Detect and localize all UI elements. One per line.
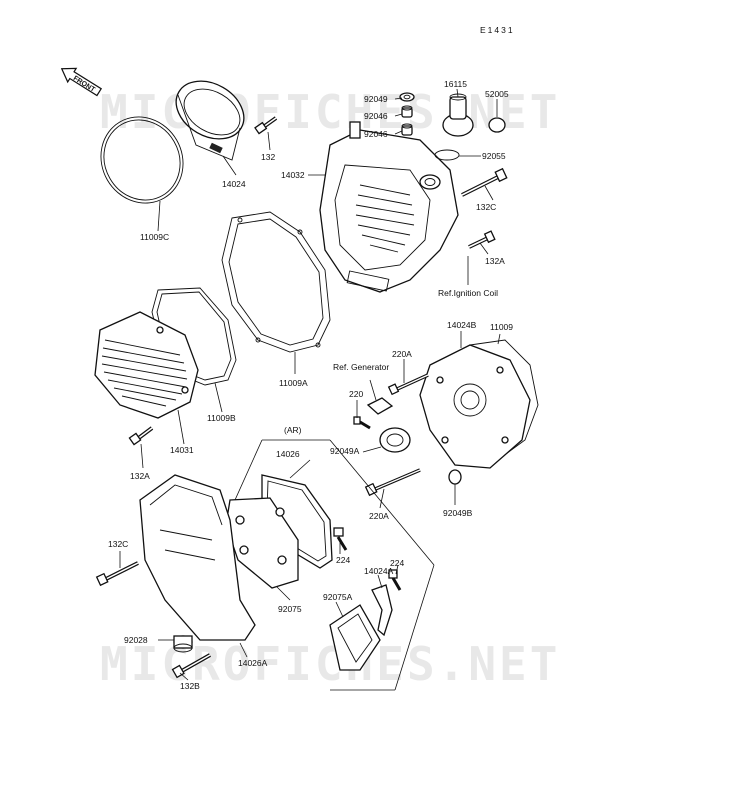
bolt-132c-bottom — [95, 561, 139, 587]
label-52005: 52005 — [485, 89, 509, 99]
label-92028: 92028 — [124, 635, 148, 645]
label-11009: 11009 — [490, 322, 513, 332]
bolt-132a-top — [468, 230, 496, 249]
label-92046-b: 92046 — [364, 129, 388, 139]
diagram-code: E1431 — [480, 25, 515, 35]
label-11009c: 11009C — [140, 232, 169, 242]
generator-cover-14024b — [419, 344, 531, 469]
watermark-top: MICROFICHES.NET — [100, 85, 560, 139]
label-132a-bottom: 132A — [130, 471, 150, 481]
label-92049: 92049 — [364, 94, 388, 104]
gasket-11009a — [221, 211, 331, 353]
washer-92049 — [399, 92, 415, 102]
watermark-bottom: MICROFICHES.NET — [100, 637, 560, 691]
cap-16115 — [442, 93, 474, 137]
label-14024b: 14024B — [447, 320, 477, 330]
label-11009b: 11009B — [207, 413, 236, 423]
bolt-220a-bottom — [364, 468, 421, 497]
label-92075: 92075 — [278, 604, 302, 614]
label-220a-bottom: 220A — [369, 511, 389, 521]
label-92049b: 92049B — [443, 508, 473, 518]
seal-92049b — [448, 469, 462, 485]
label-14026a: 14026A — [238, 658, 268, 668]
gasket-11009c — [100, 116, 184, 204]
label-14024: 14024 — [222, 179, 246, 189]
collar-92046-a — [401, 105, 413, 118]
collar-92028 — [173, 635, 193, 653]
label-14031: 14031 — [170, 445, 194, 455]
oring-92055 — [434, 149, 460, 161]
oring-52005 — [488, 117, 506, 133]
label-132: 132 — [261, 152, 275, 162]
label-220a-top: 220A — [392, 349, 412, 359]
housing-cover-14032 — [319, 121, 459, 293]
label-132c-bottom: 132C — [108, 539, 128, 549]
label-11009a: 11009A — [279, 378, 308, 388]
label-ref-generator: Ref. Generator — [333, 362, 389, 372]
bolt-224-b — [388, 569, 402, 591]
collar-92046-b — [401, 123, 413, 136]
part-labels: 92049 92046 92046 16115 52005 92055 132 … — [108, 79, 513, 691]
label-224-b: 224 — [390, 558, 404, 568]
label-132b: 132B — [180, 681, 200, 691]
label-14024a: 14024A — [364, 566, 394, 576]
seal-92049a — [379, 427, 411, 453]
bolt-224-a — [333, 527, 348, 551]
label-14026: 14026 — [276, 449, 300, 459]
bolt-132c-top — [461, 167, 508, 197]
label-ref-ignition-coil: Ref.Ignition Coil — [438, 288, 498, 298]
finned-cover-14031 — [94, 311, 199, 419]
lower-cover-14026a — [139, 474, 256, 641]
bolt-220 — [353, 416, 371, 430]
label-92049a: 92049A — [330, 446, 360, 456]
label-92046-a: 92046 — [364, 111, 388, 121]
bolt-132a-bottom — [128, 426, 154, 446]
bracket-14024a — [371, 584, 393, 637]
cover-band-14024 — [175, 80, 245, 161]
label-132c-top: 132C — [476, 202, 496, 212]
bolt-220a-top — [387, 373, 429, 396]
label-14032: 14032 — [281, 170, 305, 180]
plate-92075a — [329, 604, 381, 671]
label-92075a: 92075A — [323, 592, 353, 602]
front-arrow-icon: FRONT — [60, 67, 103, 97]
label-224-a: 224 — [336, 555, 350, 565]
bolt-132 — [254, 116, 278, 135]
label-132a-top: 132A — [485, 256, 505, 266]
clamp-ref-generator — [366, 397, 394, 415]
label-92055: 92055 — [482, 151, 506, 161]
label-220: 220 — [349, 389, 363, 399]
leader-lines — [119, 88, 501, 681]
label-ar-group: (AR) — [284, 425, 302, 435]
label-16115: 16115 — [444, 79, 467, 89]
